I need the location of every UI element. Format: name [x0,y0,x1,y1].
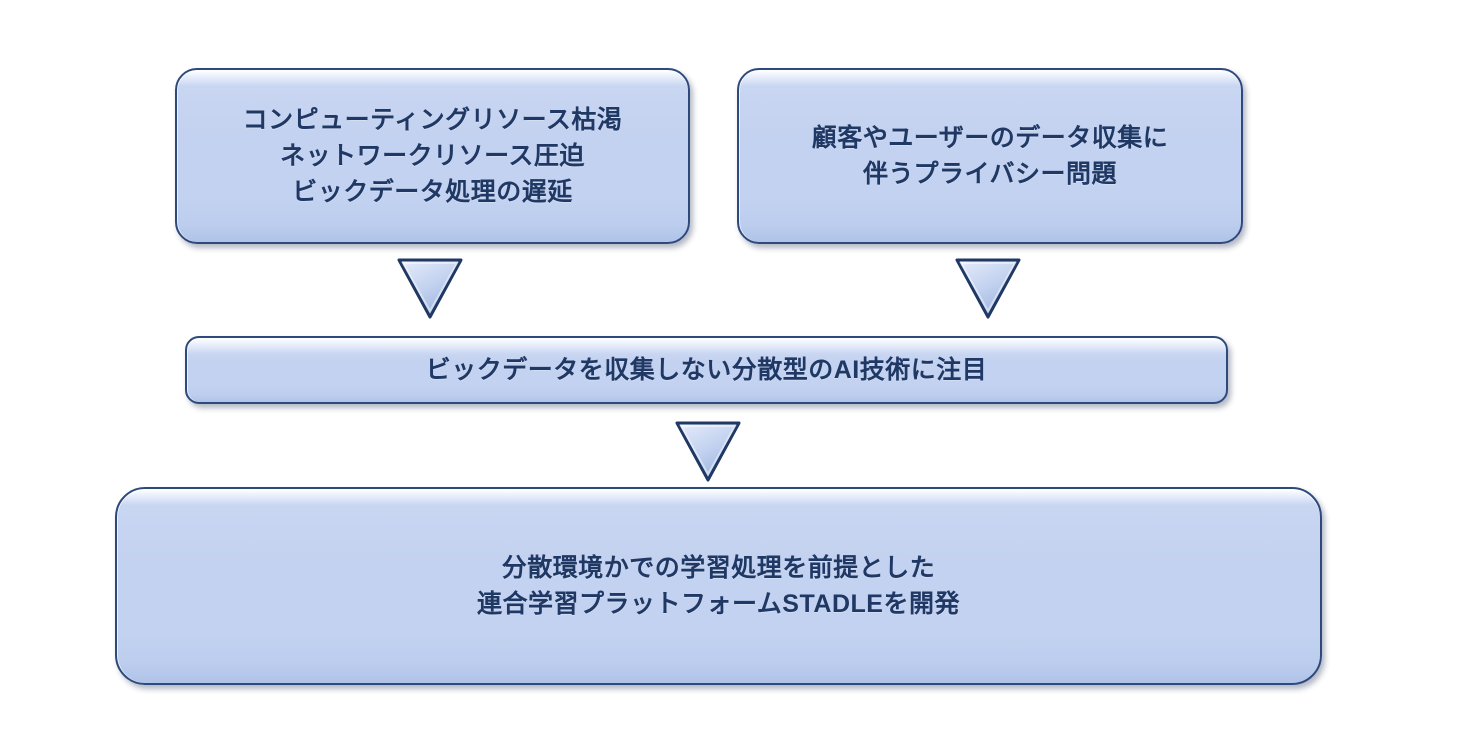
down-arrow-icon-privacy-to-focus [955,257,1021,319]
node-compute-constraints-label: コンピューティングリソース枯渇 ネットワークリソース圧迫 ビックデータ処理の遅延 [242,105,623,207]
node-stadle-platform[interactable]: 分散環境かでの学習処理を前提とした 連合学習プラットフォームSTADLEを開発 [115,487,1322,685]
node-stadle-platform-label: 分散環境かでの学習処理を前提とした 連合学習プラットフォームSTADLEを開発 [477,553,960,618]
node-distributed-ai-focus-label: ビックデータを収集しない分散型のAI技術に注目 [425,355,988,384]
node-privacy-concerns[interactable]: 顧客やユーザーのデータ収集に 伴うプライバシー問題 [737,68,1243,244]
down-arrow-icon-focus-to-stadle [675,420,741,482]
node-compute-constraints[interactable]: コンピューティングリソース枯渇 ネットワークリソース圧迫 ビックデータ処理の遅延 [175,68,690,244]
down-arrow-icon-compute-to-focus [397,257,463,319]
node-distributed-ai-focus[interactable]: ビックデータを収集しない分散型のAI技術に注目 [185,336,1228,404]
node-privacy-concerns-label: 顧客やユーザーのデータ収集に 伴うプライバシー問題 [811,123,1169,188]
